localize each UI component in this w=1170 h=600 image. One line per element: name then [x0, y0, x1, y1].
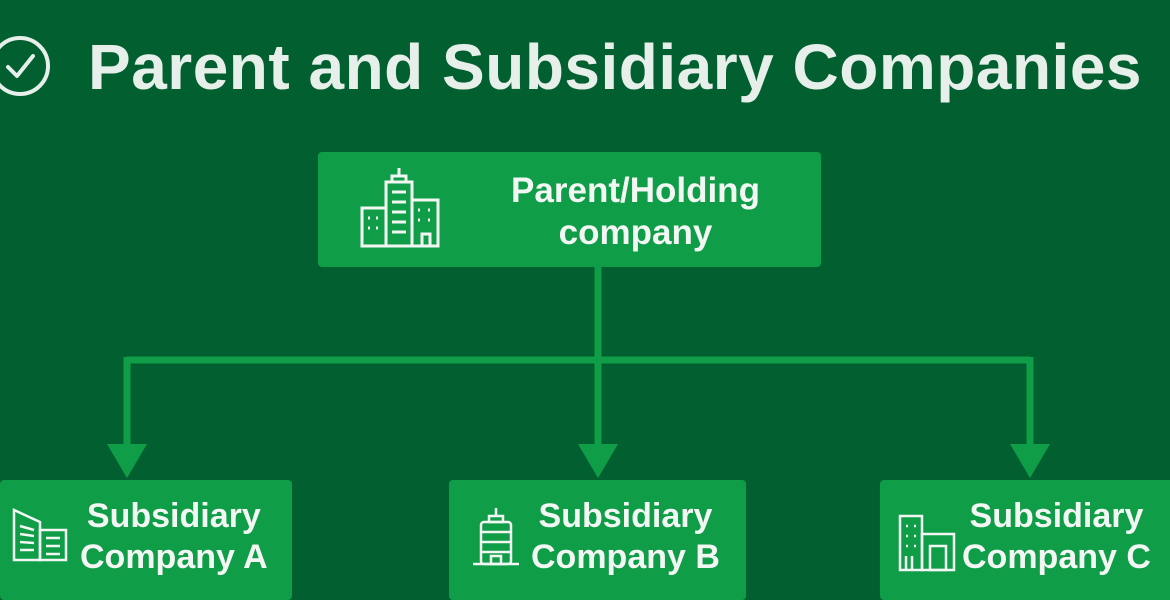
subsidiary-c-line1: Subsidiary: [969, 497, 1144, 535]
tower-building-icon: [473, 508, 519, 566]
subsidiary-b-label: Subsidiary Company B: [531, 496, 720, 578]
subsidiary-c-label: Subsidiary Company C: [962, 496, 1151, 578]
arrowhead-b: [578, 444, 618, 478]
subsidiary-company-a-box: Subsidiary Company A: [0, 480, 292, 600]
title-row: Parent and Subsidiary Companies: [0, 22, 1170, 112]
parent-label-line1: Parent/Holding: [511, 171, 760, 210]
subsidiary-company-c-box: Subsidiary Company C: [880, 480, 1170, 600]
subsidiary-a-line1: Subsidiary: [86, 497, 261, 535]
connector-lines: [107, 266, 1050, 478]
office-building-icon: [12, 508, 68, 562]
arrowhead-a: [107, 444, 147, 478]
low-buildings-icon: [898, 514, 956, 572]
office-buildings-icon: [360, 168, 440, 248]
parent-company-box: Parent/Holding company: [318, 152, 821, 267]
subsidiary-b-line1: Subsidiary: [538, 497, 713, 535]
subsidiary-b-line2: Company B: [531, 537, 720, 576]
parent-label-line2: company: [558, 213, 713, 252]
subsidiary-a-line2: Company A: [80, 537, 268, 576]
subsidiary-company-b-box: Subsidiary Company B: [449, 480, 746, 600]
page-title: Parent and Subsidiary Companies: [88, 31, 1142, 103]
parent-company-label: Parent/Holding company: [478, 170, 793, 254]
check-circle-icon: [0, 36, 50, 96]
subsidiary-c-line2: Company C: [962, 537, 1151, 576]
subsidiary-a-label: Subsidiary Company A: [80, 496, 268, 578]
arrowhead-c: [1010, 444, 1050, 478]
